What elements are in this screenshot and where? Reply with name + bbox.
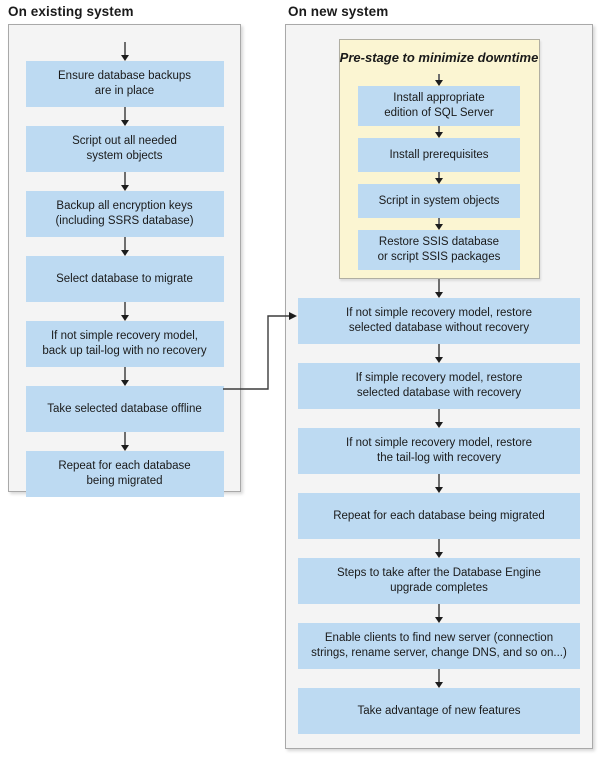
- arrow-down-icon: [123, 172, 126, 191]
- flow-step: If not simple recovery model, restore se…: [298, 279, 580, 344]
- step-box: If not simple recovery model, back up ta…: [25, 321, 224, 367]
- step-box: Script out all needed system objects: [25, 126, 224, 172]
- arrow-down-icon: [438, 74, 440, 81]
- flow-step: Install appropriate edition of SQL Serve…: [358, 74, 520, 126]
- arrow-down-icon: [123, 237, 126, 256]
- flow-step: Restore SSIS database or script SSIS pac…: [358, 218, 520, 270]
- step-box: Take advantage of new features: [298, 688, 580, 734]
- new-system-flow: If not simple recovery model, restore se…: [286, 279, 592, 734]
- flow-step: If not simple recovery model, restore th…: [298, 409, 580, 474]
- arrow-down-icon: [438, 172, 440, 179]
- step-box: Install prerequisites: [358, 138, 520, 172]
- new-system-heading: On new system: [288, 4, 389, 19]
- arrow-down-icon: [438, 604, 440, 618]
- step-box: Take selected database offline: [25, 386, 224, 432]
- arrow-down-icon: [123, 42, 126, 56]
- arrow-down-icon: [438, 604, 440, 623]
- prestage-title: Pre-stage to minimize downtime: [339, 50, 539, 65]
- flow-step: Take selected database offline: [25, 367, 224, 432]
- arrow-down-icon: [438, 344, 440, 363]
- step-box: If not simple recovery model, restore th…: [298, 428, 580, 474]
- step-box: Repeat for each database being migrated: [25, 451, 224, 497]
- step-box: If simple recovery model, restore select…: [298, 363, 580, 409]
- flow-step: If simple recovery model, restore select…: [298, 344, 580, 409]
- prestage-flow: Install appropriate edition of SQL Serve…: [340, 74, 539, 270]
- arrow-down-icon: [438, 474, 440, 488]
- arrow-down-icon: [438, 279, 440, 293]
- arrow-down-icon: [438, 344, 440, 358]
- arrow-down-icon: [123, 432, 126, 446]
- arrow-down-icon: [123, 237, 126, 251]
- step-box: Script in system objects: [358, 184, 520, 218]
- step-box: Install appropriate edition of SQL Serve…: [358, 86, 520, 126]
- new-system-panel: Pre-stage to minimize downtime Install a…: [285, 24, 593, 749]
- step-box: Restore SSIS database or script SSIS pac…: [358, 230, 520, 270]
- flow-step: Ensure database backups are in place: [25, 42, 224, 107]
- arrow-down-icon: [438, 539, 440, 553]
- flow-step: Repeat for each database being migrated: [298, 474, 580, 539]
- arrow-down-icon: [123, 302, 126, 316]
- step-box: Backup all encryption keys (including SS…: [25, 191, 224, 237]
- flow-step: Install prerequisites: [358, 126, 520, 172]
- arrow-down-icon: [123, 172, 126, 186]
- arrow-down-icon: [438, 218, 440, 225]
- arrow-down-icon: [438, 172, 440, 184]
- existing-system-panel: Ensure database backups are in place Scr…: [8, 24, 241, 497]
- arrow-down-icon: [438, 669, 440, 688]
- flow-step: Script out all needed system objects: [25, 107, 224, 172]
- arrow-down-icon: [123, 302, 126, 321]
- flow-step: Select database to migrate: [25, 237, 224, 302]
- arrow-down-icon: [438, 539, 440, 558]
- arrow-down-icon: [438, 409, 440, 428]
- step-box: Enable clients to find new server (conne…: [298, 623, 580, 669]
- flow-step: Steps to take after the Database Engine …: [298, 539, 580, 604]
- arrow-down-icon: [438, 126, 440, 133]
- arrow-down-icon: [438, 74, 440, 86]
- arrow-down-icon: [438, 474, 440, 493]
- existing-system-heading: On existing system: [8, 4, 134, 19]
- arrow-down-icon: [123, 432, 126, 451]
- arrow-down-icon: [123, 42, 126, 61]
- flow-step: Script in system objects: [358, 172, 520, 218]
- arrow-down-icon: [123, 367, 126, 386]
- flow-step: Repeat for each database being migrated: [25, 432, 224, 497]
- arrow-down-icon: [438, 126, 440, 138]
- existing-system-flow: Ensure database backups are in place Scr…: [9, 42, 240, 497]
- flow-step: If not simple recovery model, back up ta…: [25, 302, 224, 367]
- arrow-down-icon: [438, 218, 440, 230]
- cross-panel-connector-arrow: [223, 312, 297, 390]
- arrow-down-icon: [438, 669, 440, 683]
- flow-step: Take advantage of new features: [298, 669, 580, 734]
- prestage-container: Pre-stage to minimize downtime Install a…: [338, 39, 540, 279]
- flow-step: Enable clients to find new server (conne…: [298, 604, 580, 669]
- step-box: Repeat for each database being migrated: [298, 493, 580, 539]
- step-box: If not simple recovery model, restore se…: [298, 298, 580, 344]
- step-box: Select database to migrate: [25, 256, 224, 302]
- arrow-down-icon: [123, 107, 126, 121]
- step-box: Ensure database backups are in place: [25, 61, 224, 107]
- arrow-down-icon: [438, 409, 440, 423]
- arrow-down-icon: [123, 367, 126, 381]
- flow-step: Backup all encryption keys (including SS…: [25, 172, 224, 237]
- arrow-down-icon: [123, 107, 126, 126]
- arrow-down-icon: [438, 279, 440, 298]
- step-box: Steps to take after the Database Engine …: [298, 558, 580, 604]
